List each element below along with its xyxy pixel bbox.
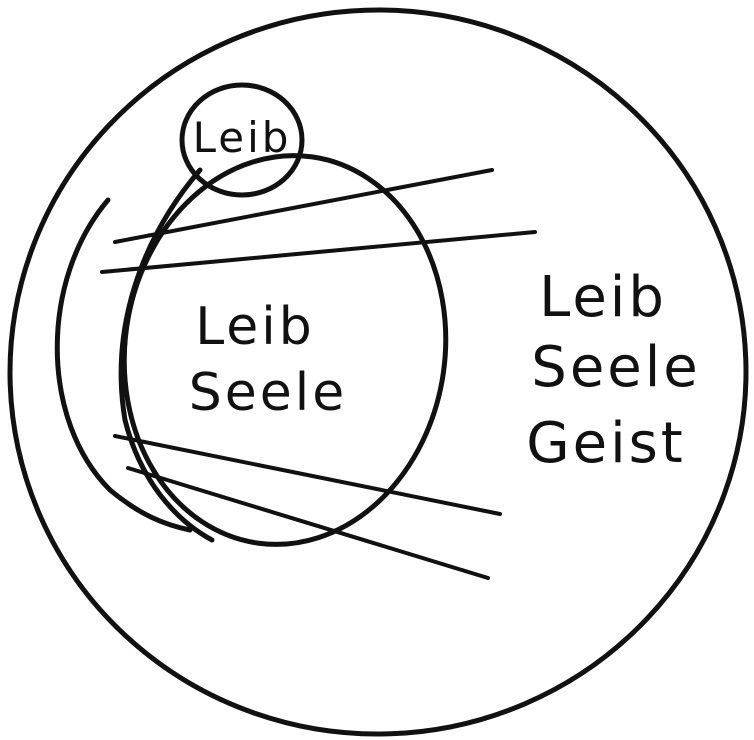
connecting-arc	[118, 167, 215, 543]
upper-cross-line-2	[100, 230, 537, 274]
outer-circle-label-line-2: Seele	[531, 335, 700, 400]
small-circle-label-line-1: Leib	[193, 113, 292, 162]
small-circle	[179, 82, 305, 198]
middle-circle-label-line-2: Seele	[189, 363, 347, 423]
middle-circle-label-line-1: Leib	[195, 297, 315, 357]
upper-cross-line-1	[113, 168, 494, 244]
outer-circle-label-line-3: Geist	[526, 411, 686, 476]
lower-cross-line-2	[126, 466, 490, 580]
outer-circle-label-line-1: Leib	[539, 265, 667, 330]
lower-cross-line-1	[113, 434, 502, 516]
inner-contour-arc	[54, 197, 193, 533]
